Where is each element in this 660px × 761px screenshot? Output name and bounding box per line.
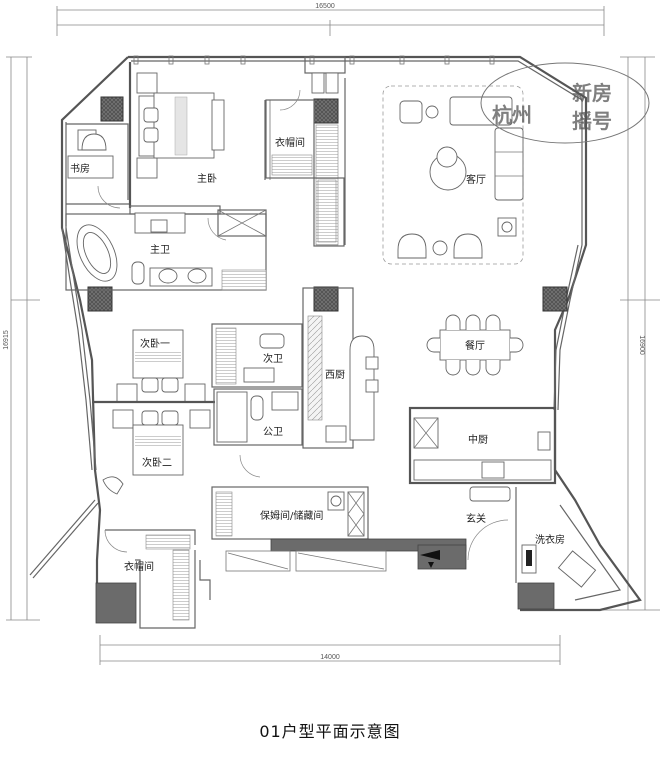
room-label-living-room: 客厅 [466,173,486,186]
exterior-walls [29,55,642,620]
master-closet: 衣帽间 [265,78,346,247]
baths-center: 次卫 公卫 [211,323,303,478]
master-bath: 主卫 [65,209,267,291]
watermark-text-1: 新房 [572,81,612,105]
room-label-closet-2: 衣帽间 [124,560,154,573]
dimension-top: 16500 [56,3,605,36]
room-label-study: 书房 [70,162,90,175]
bottom-width-label: 14000 [320,654,340,661]
room-label-chinese-kitchen: 中厨 [468,433,488,446]
living-room: 客厅 [382,85,524,265]
watermark-city: 杭州 [492,103,532,127]
room-label-second-bedroom-2: 次卧二 [142,456,172,469]
closet-2: 衣帽间 [104,529,196,629]
room-label-master-bath: 主卫 [150,244,170,256]
right-height-label: 16900 [638,335,645,355]
dimension-bottom: 14000 [99,635,561,665]
room-label-nanny-storage: 保姆间/储藏间 [260,509,323,522]
dining-room: 餐厅 [426,314,524,376]
second-bedrooms: 次卧一 次卧二 [92,329,215,495]
top-width-label: 16500 [315,3,335,10]
study: 书房 [66,123,130,205]
left-height-label: 16915 [3,330,10,350]
dimension-left: 16915 [3,56,40,621]
entrance-laundry: 玄关 洗衣房 [466,487,622,601]
watermark: 杭州 新房 摇号 [480,62,650,144]
structural-columns [87,96,568,624]
watermark-text-2: 摇号 [572,109,612,133]
chinese-kitchen: 中厨 [408,406,557,502]
floor-plan: 16500 16915 16900 14000 [3,3,660,665]
master-bedroom: 主卧 [97,62,271,215]
western-kitchen: 西厨 [302,287,379,449]
room-label-dining-room: 餐厅 [465,339,485,352]
room-label-second-bedroom-1: 次卧一 [140,337,170,350]
room-label-master-bedroom: 主卧 [197,172,217,185]
room-label-entrance: 玄关 [466,512,486,525]
plan-caption: 01户型平面示意图 [259,722,401,741]
room-label-second-bath: 次卫 [263,352,283,365]
nanny-storage-room: 保姆间/储藏间 [211,486,369,540]
corridor-band [199,538,467,600]
room-label-western-kitchen: 西厨 [325,369,345,381]
room-label-master-closet: 衣帽间 [275,136,305,149]
room-label-laundry: 洗衣房 [535,533,565,546]
room-label-public-bath: 公卫 [263,427,283,438]
dimension-right: 16900 [600,56,660,611]
